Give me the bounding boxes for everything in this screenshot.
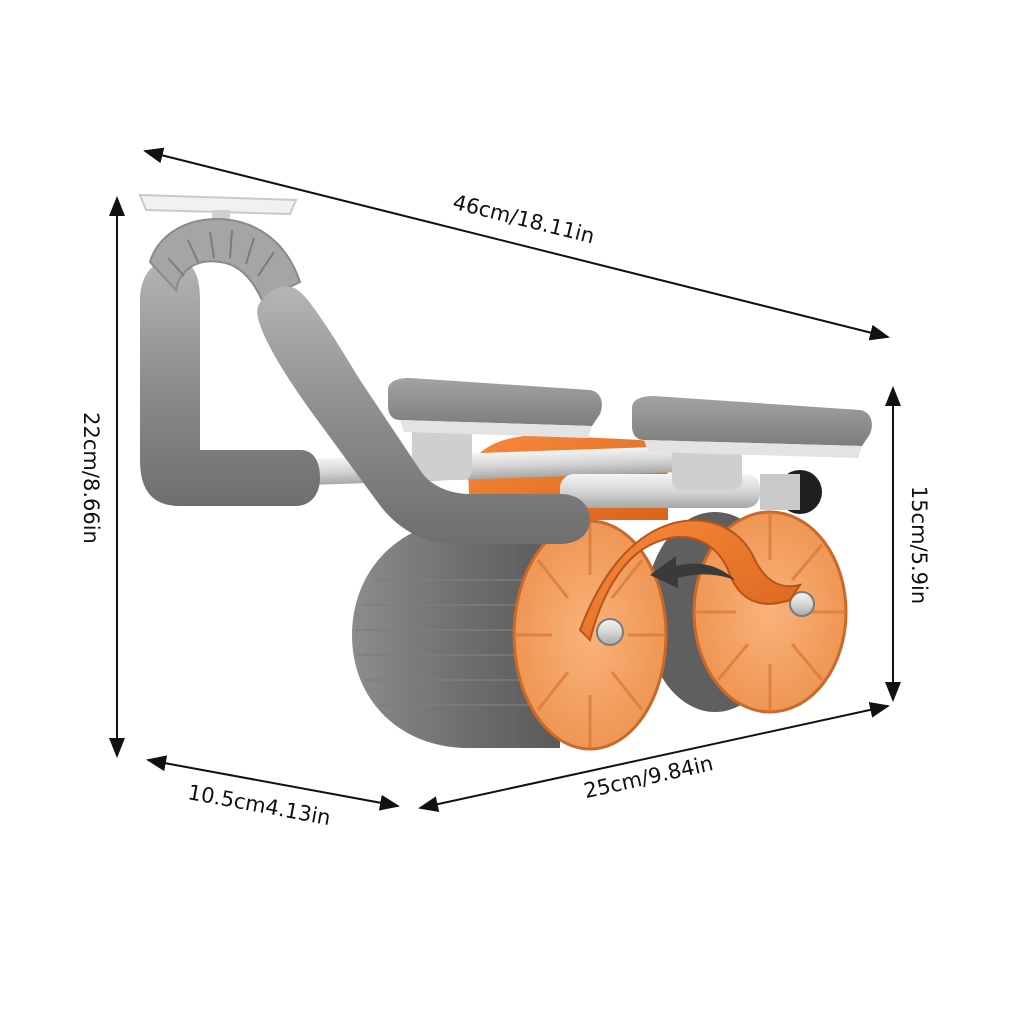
orange-link-arm	[578, 519, 803, 642]
height-label: 22cm/8.66in	[79, 412, 103, 544]
wheel-height-label: 15cm/5.9in	[907, 486, 931, 604]
handle-arc-frame	[148, 218, 302, 302]
frame-ribs	[167, 229, 275, 277]
length-dimension-line	[143, 147, 890, 341]
dimension-lines	[109, 147, 901, 812]
direction-arrow-icon	[650, 556, 735, 588]
knee-pad-right	[632, 396, 872, 490]
ab-roller-product	[138, 193, 872, 751]
handle-left-grip	[140, 259, 320, 506]
front-wheel-bolt	[596, 618, 624, 646]
width-dimension-line	[418, 702, 890, 812]
rear-wheel-bolt	[789, 591, 815, 617]
length-label: 46cm/18.11in	[450, 190, 597, 248]
depth-label: 10.5cm4.13in	[186, 780, 333, 830]
depth-dimension-line	[146, 755, 400, 811]
knee-pad-left	[388, 378, 602, 480]
rear-wheel	[645, 510, 848, 714]
handle-right-grip	[257, 286, 590, 544]
